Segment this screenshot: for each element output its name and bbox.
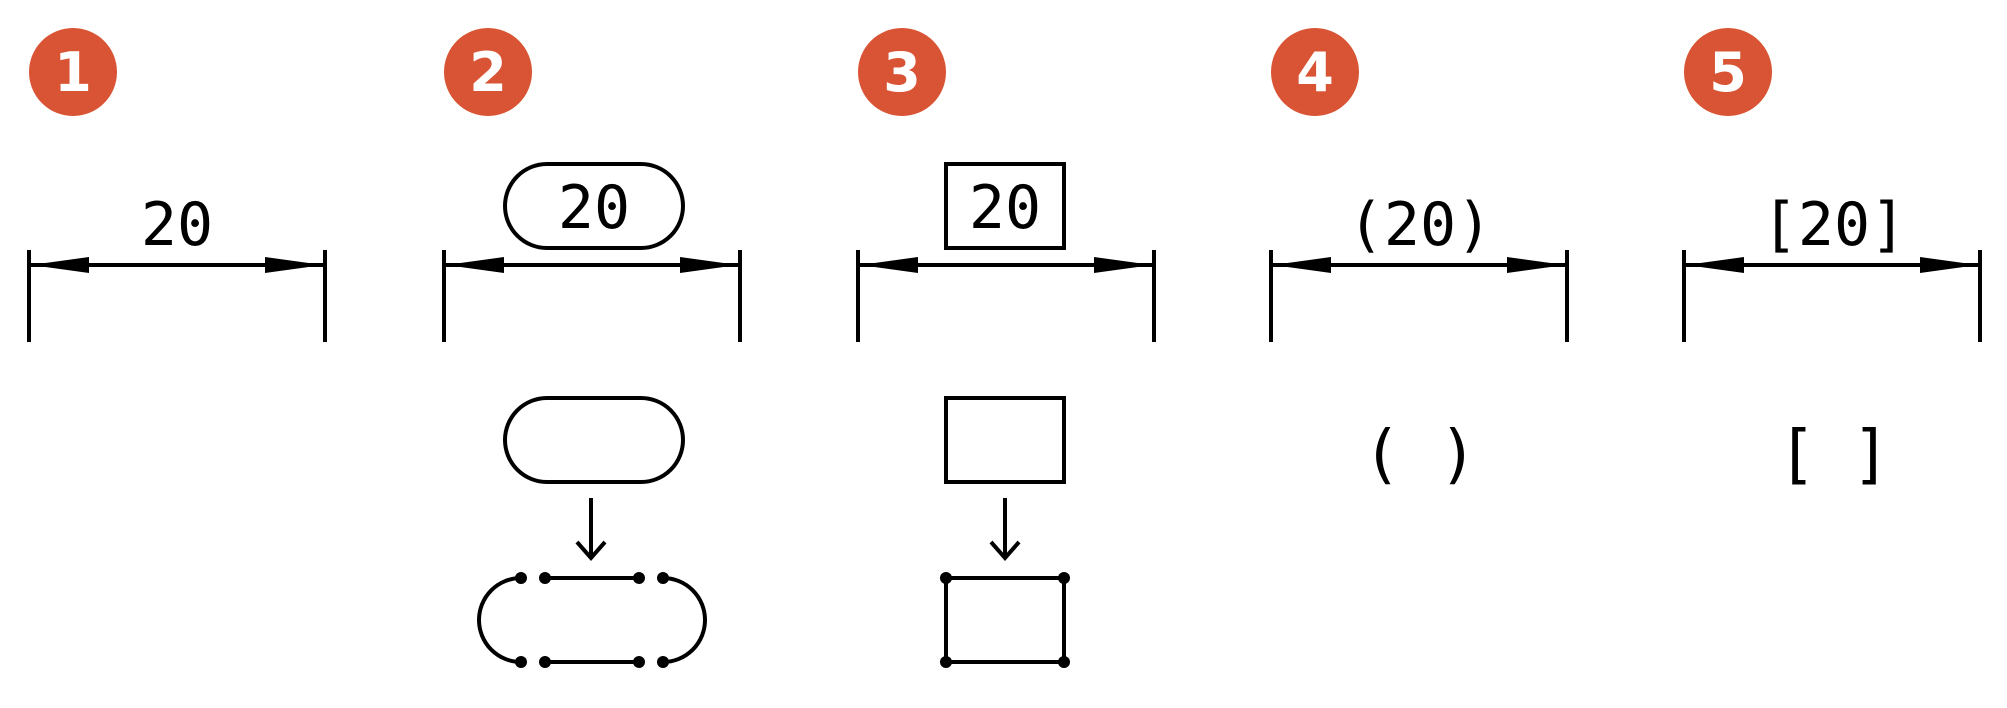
box-frame-empty	[944, 396, 1066, 484]
dimension-value: (20)	[1348, 190, 1493, 260]
paren-open: (	[1363, 418, 1402, 492]
arrowhead-left	[31, 257, 89, 273]
node-point	[515, 572, 527, 584]
dimension-diagram-4: (20) ( )	[1269, 190, 1569, 492]
node-point	[940, 572, 952, 584]
node-point	[539, 572, 551, 584]
box-frame	[944, 162, 1066, 250]
stadium-right-arc	[662, 576, 707, 664]
node-point	[539, 656, 551, 668]
step-badge-2: 2	[444, 28, 532, 116]
dimension-value: [20]	[1762, 190, 1907, 260]
node-point	[657, 656, 669, 668]
step-badge-3: 3	[858, 28, 946, 116]
bracket-open: [	[1778, 418, 1817, 492]
stadium-frame	[503, 162, 685, 250]
arrowhead-left	[1273, 257, 1331, 273]
step-badge-1: 1	[29, 28, 117, 116]
dimension-value: 20	[558, 173, 630, 243]
box-frame-split	[944, 576, 1066, 664]
arrowhead-left	[446, 257, 504, 273]
dimension-diagram-3: 20	[856, 162, 1156, 668]
node-point	[940, 656, 952, 668]
panel-3: 3 20	[828, 0, 1228, 708]
arrowhead-right	[1507, 257, 1565, 273]
node-point	[1058, 572, 1070, 584]
step-badge-5: 5	[1684, 28, 1772, 116]
stadium-left-arc	[477, 576, 522, 664]
arrowhead-left	[860, 257, 918, 273]
step-badge-4: 4	[1271, 28, 1359, 116]
node-point	[515, 656, 527, 668]
panel-4: 4 (20) ( )	[1242, 0, 1642, 708]
arrow-down-head	[575, 540, 607, 562]
arrowhead-right	[265, 257, 323, 273]
arrow-down-head	[989, 540, 1021, 562]
panel-2: 2 20	[414, 0, 814, 708]
arrowhead-left	[1686, 257, 1744, 273]
arrowhead-right	[680, 257, 738, 273]
panel-5: 5 [20] [ ]	[1655, 0, 2007, 708]
dimension-value: 20	[141, 190, 213, 260]
arrowhead-right	[1094, 257, 1152, 273]
dimension-diagram-2: 20	[442, 162, 742, 668]
panel-1: 1 20	[0, 0, 400, 708]
node-point	[657, 572, 669, 584]
bracket-close: ]	[1852, 418, 1891, 492]
node-point	[1058, 656, 1070, 668]
dimension-diagram-5: [20] [ ]	[1682, 190, 1982, 492]
dimension-value: 20	[969, 173, 1041, 243]
node-point	[633, 656, 645, 668]
arrowhead-right	[1920, 257, 1978, 273]
node-point	[633, 572, 645, 584]
dimension-diagram-1: 20	[27, 190, 327, 342]
stadium-frame-empty	[503, 396, 685, 484]
paren-close: )	[1439, 418, 1478, 492]
